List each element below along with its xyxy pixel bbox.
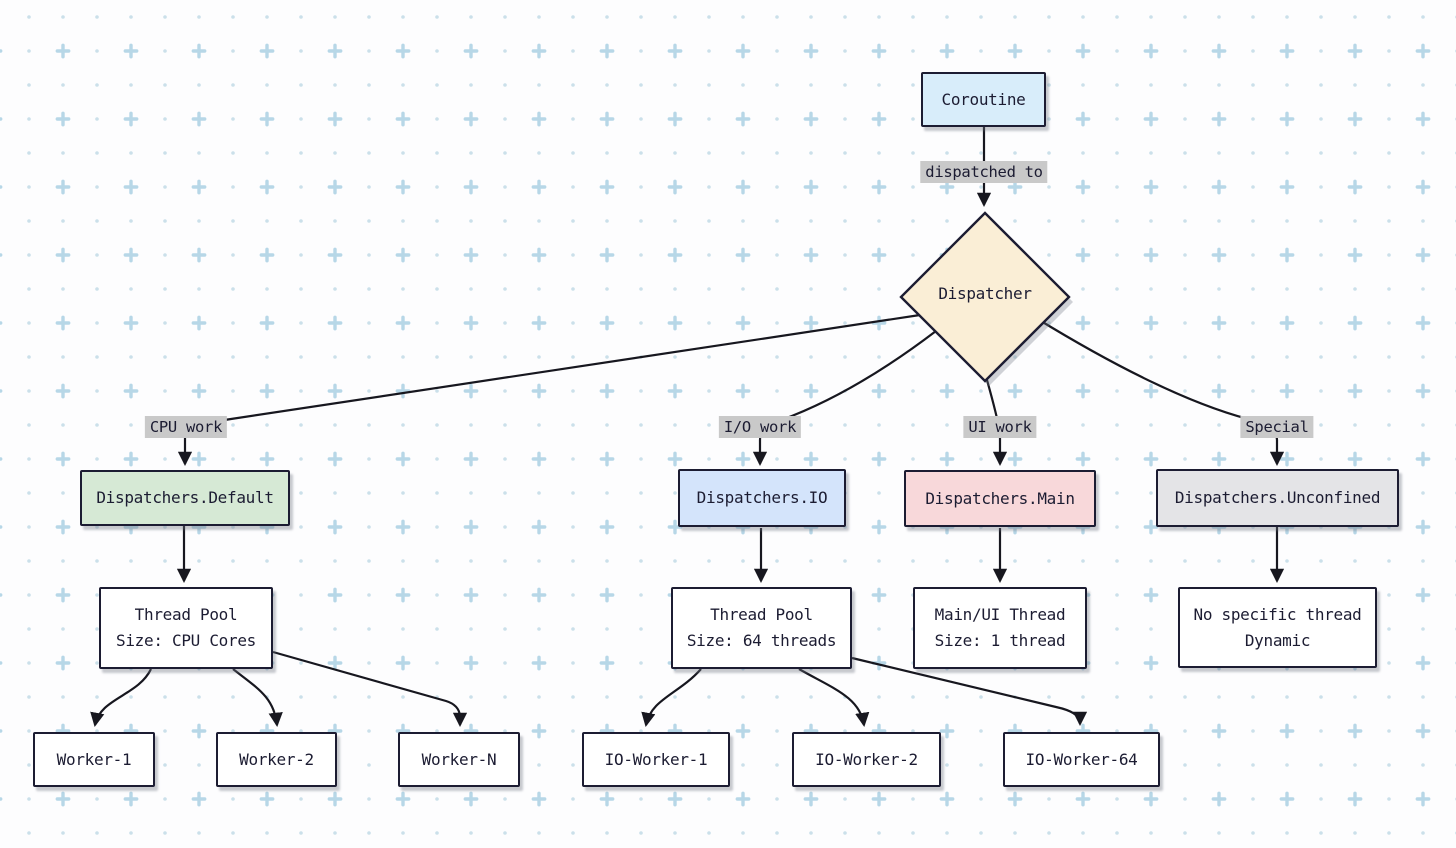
dispatcher-diamond <box>899 211 1071 383</box>
node-worker-2-label: Worker-2 <box>239 749 314 769</box>
node-io-worker-2: IO-Worker-2 <box>792 732 941 787</box>
node-worker-1: Worker-1 <box>33 732 155 787</box>
node-coroutine-label: Coroutine <box>941 89 1026 109</box>
node-io-thread-pool-line2: Size: 64 threads <box>686 631 837 650</box>
node-dispatchers-default-label: Dispatchers.Default <box>96 488 274 507</box>
edge-label-dispatched-to: dispatched to <box>920 161 1048 183</box>
node-main-ui-thread-line1: Main/UI Thread <box>934 605 1066 624</box>
edge-label-cpu-work: CPU work <box>144 416 228 438</box>
node-io-worker-64: IO-Worker-64 <box>1003 732 1160 787</box>
edge-iopool-to-ioworker-1 <box>641 668 702 727</box>
edge-label-io-work: I/O work <box>718 416 802 438</box>
edge-pool-to-worker-n <box>272 650 468 728</box>
node-dispatchers-unconfined-label: Dispatchers.Unconfined <box>1174 488 1381 507</box>
node-default-thread-pool: Thread Pool Size: CPU Cores <box>99 587 273 669</box>
node-dispatchers-unconfined: Dispatchers.Unconfined <box>1156 469 1399 527</box>
node-worker-2: Worker-2 <box>216 732 337 787</box>
node-default-thread-pool-line1: Thread Pool <box>134 605 238 624</box>
node-coroutine: Coroutine <box>921 72 1046 127</box>
edge-iopool-to-ioworker-64 <box>851 656 1088 727</box>
node-dispatcher-label: Dispatcher <box>938 284 1032 303</box>
node-dispatchers-default: Dispatchers.Default <box>80 470 290 526</box>
node-worker-n: Worker-N <box>398 732 520 787</box>
edge-label-special: Special <box>1240 416 1314 438</box>
edge-pool-to-worker-1 <box>90 668 152 727</box>
node-io-worker-64-label: IO-Worker-64 <box>1025 749 1138 769</box>
node-dispatchers-io-label: Dispatchers.IO <box>696 488 828 507</box>
edge-iopool-to-ioworker-2 <box>798 668 870 727</box>
node-io-worker-1-label: IO-Worker-1 <box>604 749 708 769</box>
node-dispatchers-main: Dispatchers.Main <box>904 470 1096 527</box>
node-no-specific-thread-line2: Dynamic <box>1244 630 1311 650</box>
node-dispatchers-main-label: Dispatchers.Main <box>925 488 1075 508</box>
node-worker-n-label: Worker-N <box>421 749 497 769</box>
edge-pool-to-worker-2 <box>232 668 283 727</box>
node-default-thread-pool-line2: Size: CPU Cores <box>116 631 256 650</box>
node-worker-1-label: Worker-1 <box>56 749 132 769</box>
node-main-ui-thread-line2: Size: 1 thread <box>934 631 1066 650</box>
node-main-ui-thread: Main/UI Thread Size: 1 thread <box>913 587 1087 669</box>
node-io-thread-pool-line1: Thread Pool <box>710 605 813 624</box>
node-io-worker-2-label: IO-Worker-2 <box>815 749 918 769</box>
node-no-specific-thread-line1: No specific thread <box>1193 604 1362 624</box>
node-io-thread-pool: Thread Pool Size: 64 threads <box>671 587 852 669</box>
node-no-specific-thread: No specific thread Dynamic <box>1178 587 1377 668</box>
node-dispatchers-io: Dispatchers.IO <box>678 469 846 527</box>
node-io-worker-1: IO-Worker-1 <box>582 732 730 787</box>
edge-label-ui-work: UI work <box>963 416 1037 438</box>
